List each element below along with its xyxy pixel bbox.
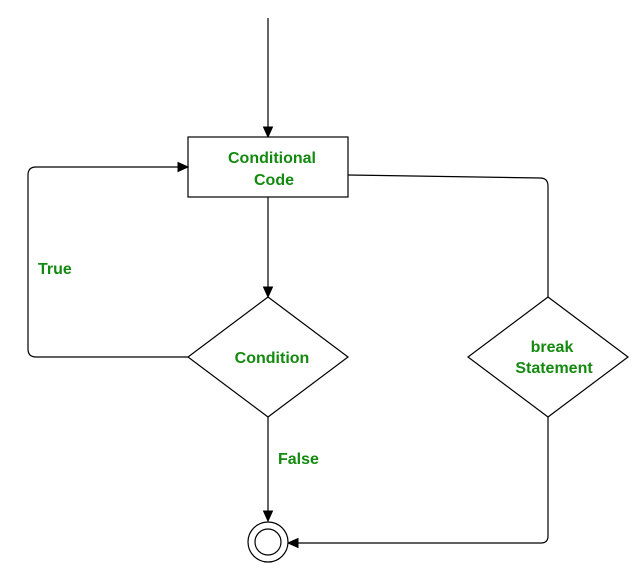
false-edge-label: False <box>278 451 319 468</box>
end-node-inner <box>254 528 282 556</box>
true-loop-edge <box>27 166 188 358</box>
true-edge-label: True <box>38 261 72 278</box>
break-statement-label-line1: break <box>531 339 574 356</box>
break-to-end-arrowhead <box>286 537 299 549</box>
code-to-break-edge <box>347 174 549 297</box>
condition-label: Condition <box>235 350 310 367</box>
break-to-end-edge <box>298 417 549 544</box>
break-statement-label-line2: Statement <box>515 360 593 377</box>
conditional-code-label-line2: Code <box>254 172 294 189</box>
true-loop-arrowhead <box>177 161 190 173</box>
false-arrowhead <box>262 510 274 523</box>
entry-arrowhead <box>262 126 274 139</box>
code-to-condition-arrowhead <box>262 286 274 299</box>
conditional-code-label-line1: Conditional <box>228 150 316 167</box>
break-statement-diamond <box>467 296 629 418</box>
